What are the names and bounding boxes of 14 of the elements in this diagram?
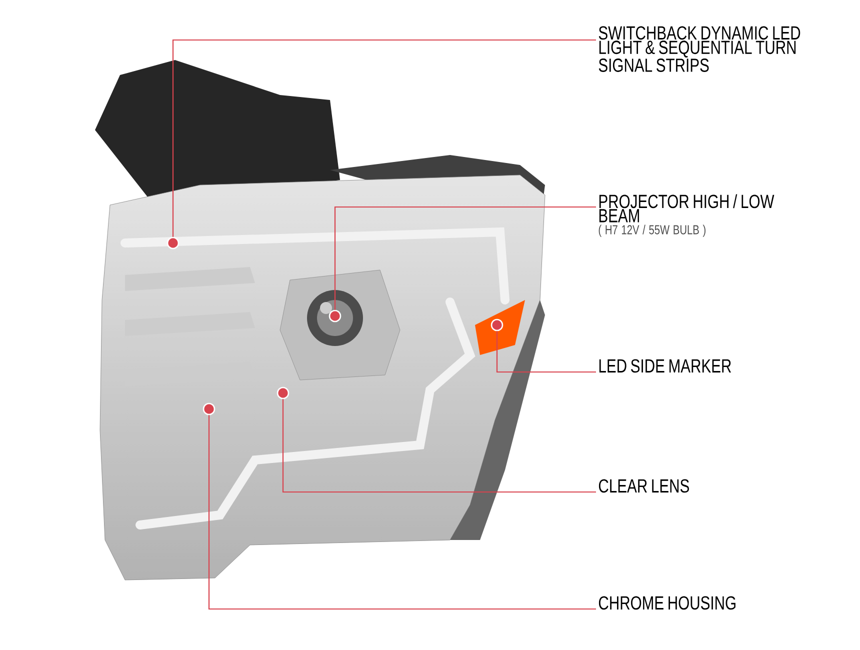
leader-line	[282, 399, 596, 493]
leader-line	[172, 39, 596, 237]
callout-text: PROJECTOR HIGH / LOW BEAM ( H7 12V / 55W BULB )	[598, 194, 774, 237]
callout-text: LED SIDE MARKER	[599, 359, 731, 373]
callout-text: CLEAR LENS	[598, 479, 689, 493]
callout-text: CHROME HOUSING	[598, 596, 736, 610]
callout-dot	[202, 402, 216, 416]
callout-dot	[328, 310, 342, 322]
leader-line	[496, 331, 596, 373]
callout-dot	[276, 386, 290, 400]
leader-line	[208, 415, 596, 610]
leader-line	[334, 206, 596, 310]
callout-dot	[490, 318, 504, 332]
callout-text: SWITCHBACK DYNAMIC LED LIGHT & SEQUENTIAL TURN SIGNAL STRIPS	[598, 26, 800, 72]
